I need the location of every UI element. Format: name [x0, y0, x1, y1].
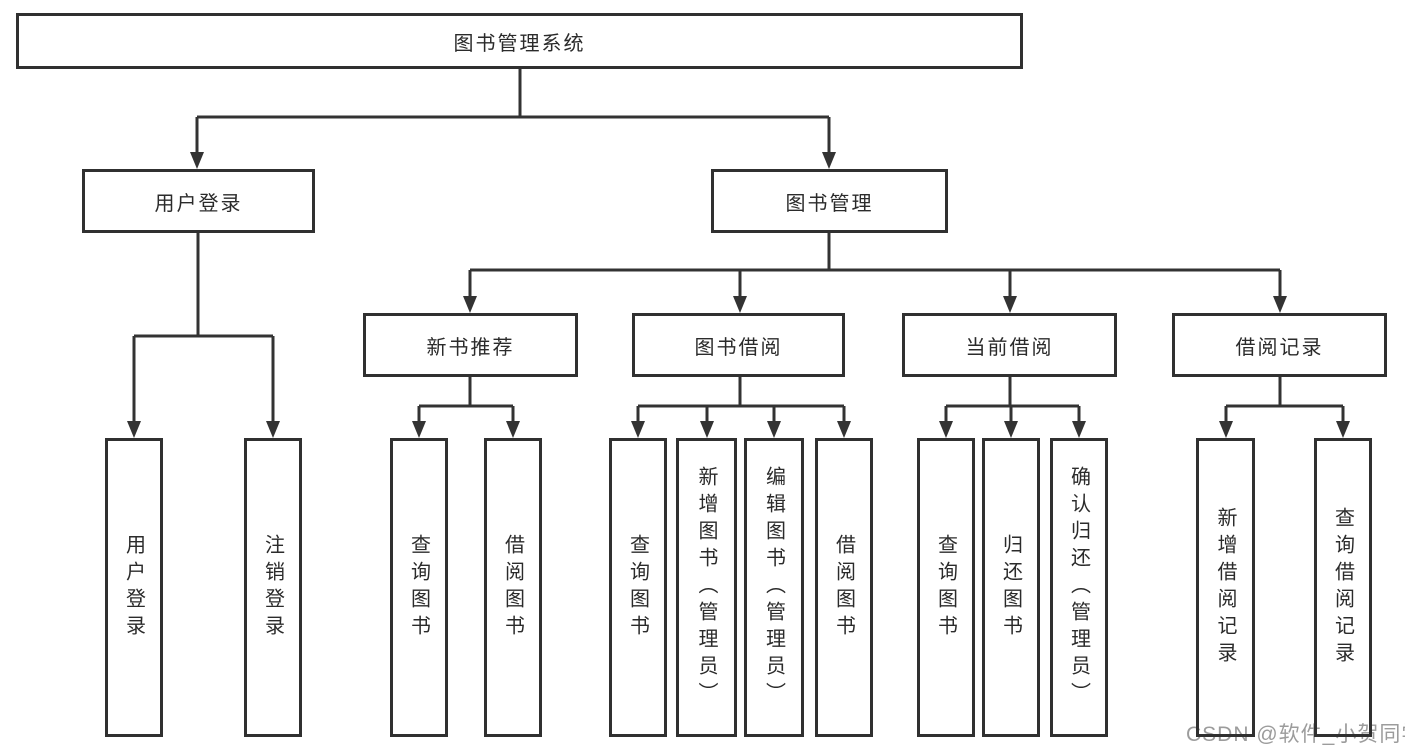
node-logout-leaf: 注销登录 [244, 438, 302, 737]
node-recommend-borrow-books: 借阅图书 [484, 438, 542, 737]
node-user-login: 用户登录 [82, 169, 315, 233]
csdn-watermark: CSDN @软件_小贺同学 [1186, 723, 1405, 746]
node-borrowing-add-books-admin: 新增图书（管理员） [676, 438, 737, 737]
node-borrowing-borrow-books: 借阅图书 [815, 438, 873, 737]
node-current-query-books: 查询图书 [917, 438, 975, 737]
node-new-book-recommendation: 新书推荐 [363, 313, 578, 377]
node-library-management-system: 图书管理系统 [16, 13, 1023, 69]
node-records-query-record: 查询借阅记录 [1314, 438, 1372, 737]
node-user-login-leaf: 用户登录 [105, 438, 163, 737]
connector-lines [132, 69, 1345, 424]
node-borrowing-records: 借阅记录 [1172, 313, 1387, 377]
node-current-borrowing: 当前借阅 [902, 313, 1117, 377]
node-recommend-query-books: 查询图书 [390, 438, 448, 737]
node-current-confirm-return-admin: 确认归还（管理员） [1050, 438, 1108, 737]
node-borrowing-query-books: 查询图书 [609, 438, 667, 737]
node-borrowing-edit-books-admin: 编辑图书（管理员） [744, 438, 804, 737]
node-records-add-record: 新增借阅记录 [1196, 438, 1255, 737]
node-book-management: 图书管理 [711, 169, 948, 233]
node-current-return-books: 归还图书 [982, 438, 1040, 737]
node-book-borrowing: 图书借阅 [632, 313, 845, 377]
